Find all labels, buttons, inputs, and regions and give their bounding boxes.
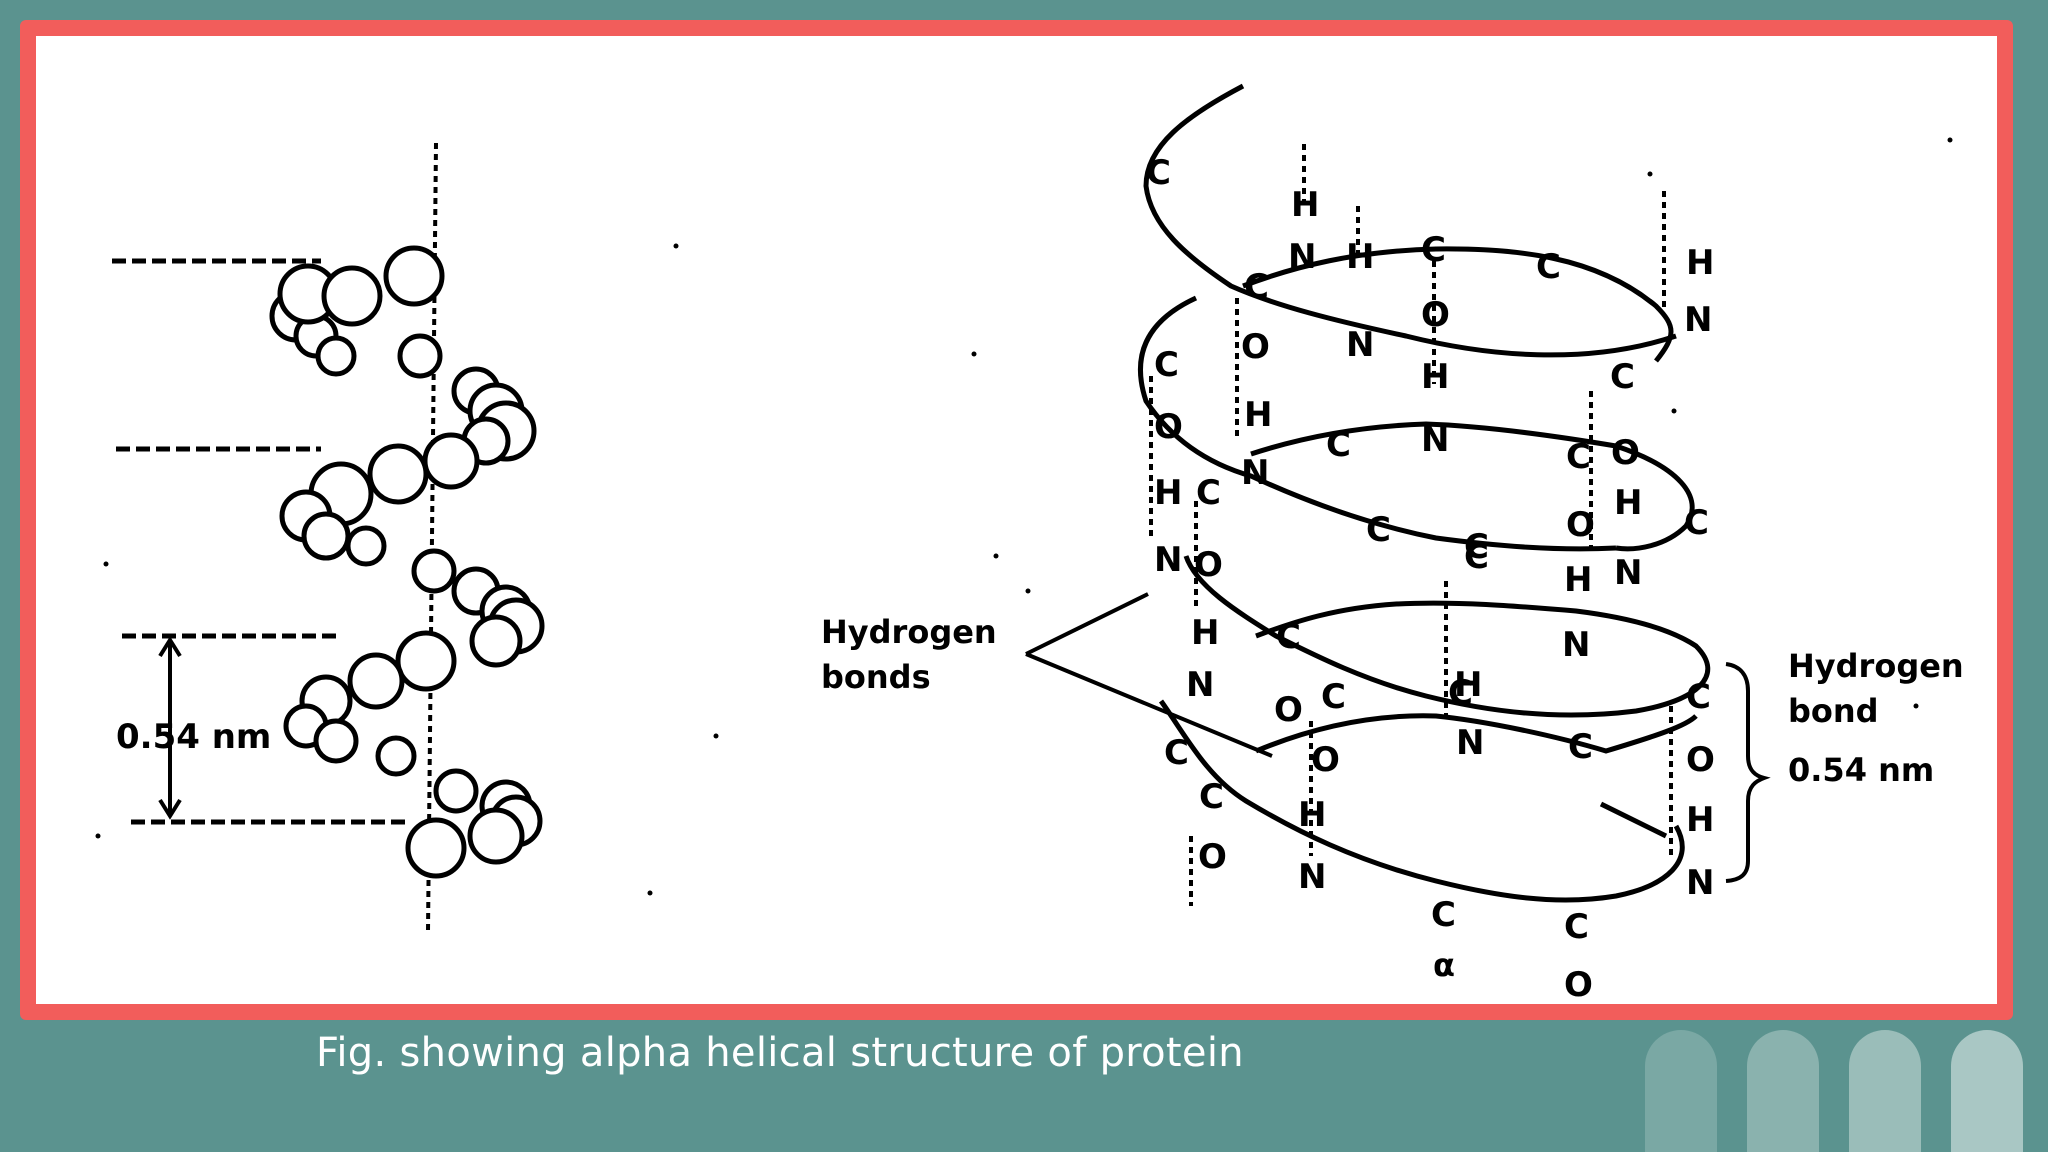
atom-o: O <box>1564 965 1593 1004</box>
atom-c: C <box>1244 267 1269 307</box>
atom-c: C <box>1276 617 1301 657</box>
atom-n: N <box>1562 625 1590 665</box>
atom-c: C <box>1146 153 1171 193</box>
alpha-carbon-label: α <box>1433 946 1455 984</box>
pointer-line-upper <box>1025 592 1149 656</box>
atom-c: C <box>1568 727 1593 767</box>
atom-h: H <box>1298 795 1326 835</box>
atom-n: N <box>1421 420 1449 460</box>
atom-c: C <box>1464 537 1489 577</box>
atom-c: C <box>1164 733 1189 773</box>
atom-labels: C H N H C C H N C O N O H C C H O C N C … <box>1146 153 1715 1004</box>
atom-o: O <box>1611 433 1640 473</box>
atom-c: C <box>1564 907 1589 947</box>
atom-o: O <box>1154 407 1183 447</box>
atom-n: N <box>1686 863 1714 903</box>
atom-h: H <box>1346 237 1374 277</box>
hbond-lines <box>1149 144 1673 906</box>
atom-c: C <box>1448 673 1473 713</box>
hbonds-label-line2: bonds <box>821 658 931 696</box>
atom-o: O <box>1194 545 1223 585</box>
hbond-label-line2: bond <box>1788 692 1879 730</box>
atom-h: H <box>1564 560 1592 600</box>
scale-arrow-up <box>158 636 182 658</box>
atom-h: H <box>1154 473 1182 513</box>
atom-h: H <box>1686 243 1714 283</box>
atom-h: H <box>1291 185 1319 225</box>
atom-n: N <box>1684 300 1712 340</box>
atom-c: C <box>1321 677 1346 717</box>
atom-n: N <box>1298 857 1326 897</box>
figure-caption: Fig. showing alpha helical structure of … <box>316 1030 1244 1076</box>
atom-o: O <box>1241 327 1270 367</box>
atom-o: O <box>1421 295 1450 335</box>
backbone-helix <box>1025 83 1771 906</box>
atom-h: H <box>1454 665 1482 705</box>
atom-o: O <box>1686 740 1715 780</box>
atom-n: N <box>1288 237 1316 277</box>
hydrogen-bonds-callout: Hydrogen bonds <box>821 613 997 696</box>
atom-c: C <box>1199 777 1224 817</box>
right-bracket <box>1725 662 1771 883</box>
hbonds-label-line1: Hydrogen <box>821 613 997 651</box>
backbone-segment-4c <box>1599 801 1668 839</box>
atom-o: O <box>1274 690 1303 730</box>
atom-h: H <box>1191 613 1219 653</box>
atom-o: O <box>1566 505 1595 545</box>
scan-specks <box>95 137 1953 896</box>
atom-c: C <box>1326 425 1351 465</box>
backbone-turn-3 <box>1183 555 1711 718</box>
atom-c: C <box>1421 230 1446 270</box>
atom-c: C <box>1566 437 1591 477</box>
atom-n: N <box>1154 540 1182 580</box>
hydrogen-bond-callout: Hydrogen bond 0.54 nm <box>1788 647 1964 789</box>
hbond-label-line1: Hydrogen <box>1788 647 1964 685</box>
atom-c: C <box>1686 677 1711 717</box>
atom-c: C <box>1684 503 1709 543</box>
right-scale-label: 0.54 nm <box>1788 751 1934 789</box>
alpha-helix-figure: 0.54 nm <box>95 83 1964 1004</box>
atom-c: C <box>1431 895 1456 935</box>
atom-h: H <box>1244 395 1272 435</box>
space-filling-helix: 0.54 nm <box>112 142 545 932</box>
backbone-segment-1b <box>1242 246 1674 363</box>
atom-n: N <box>1614 553 1642 593</box>
scale-arrow-down <box>158 798 182 820</box>
backbone-turn-4 <box>1158 699 1685 903</box>
atom-c: C <box>1196 473 1221 513</box>
atom-spheres <box>269 245 545 879</box>
atom-n: N <box>1456 723 1484 763</box>
atom-c: C <box>1366 510 1391 550</box>
backbone-turn-2 <box>1137 295 1617 552</box>
atom-c: C <box>1154 345 1179 385</box>
backbone-segment-2b <box>1250 421 1695 552</box>
backbone-segment-4b <box>1255 713 1698 754</box>
atom-o: O <box>1311 740 1340 780</box>
atom-h: H <box>1686 800 1714 840</box>
left-scale-label: 0.54 nm <box>116 717 271 757</box>
pointer-line-lower <box>1025 652 1273 758</box>
atom-h: H <box>1421 357 1449 397</box>
backbone-turn-1 <box>1143 83 1677 358</box>
atom-c: C <box>1464 527 1489 567</box>
atom-h: H <box>1614 483 1642 523</box>
atom-o: O <box>1198 837 1227 877</box>
atom-n: N <box>1186 665 1214 705</box>
figure-frame: 0.54 nm <box>20 20 2013 1020</box>
atom-n: N <box>1241 453 1269 493</box>
atom-n: N <box>1346 325 1374 365</box>
atom-c: C <box>1536 247 1561 287</box>
atom-c: C <box>1610 357 1635 397</box>
